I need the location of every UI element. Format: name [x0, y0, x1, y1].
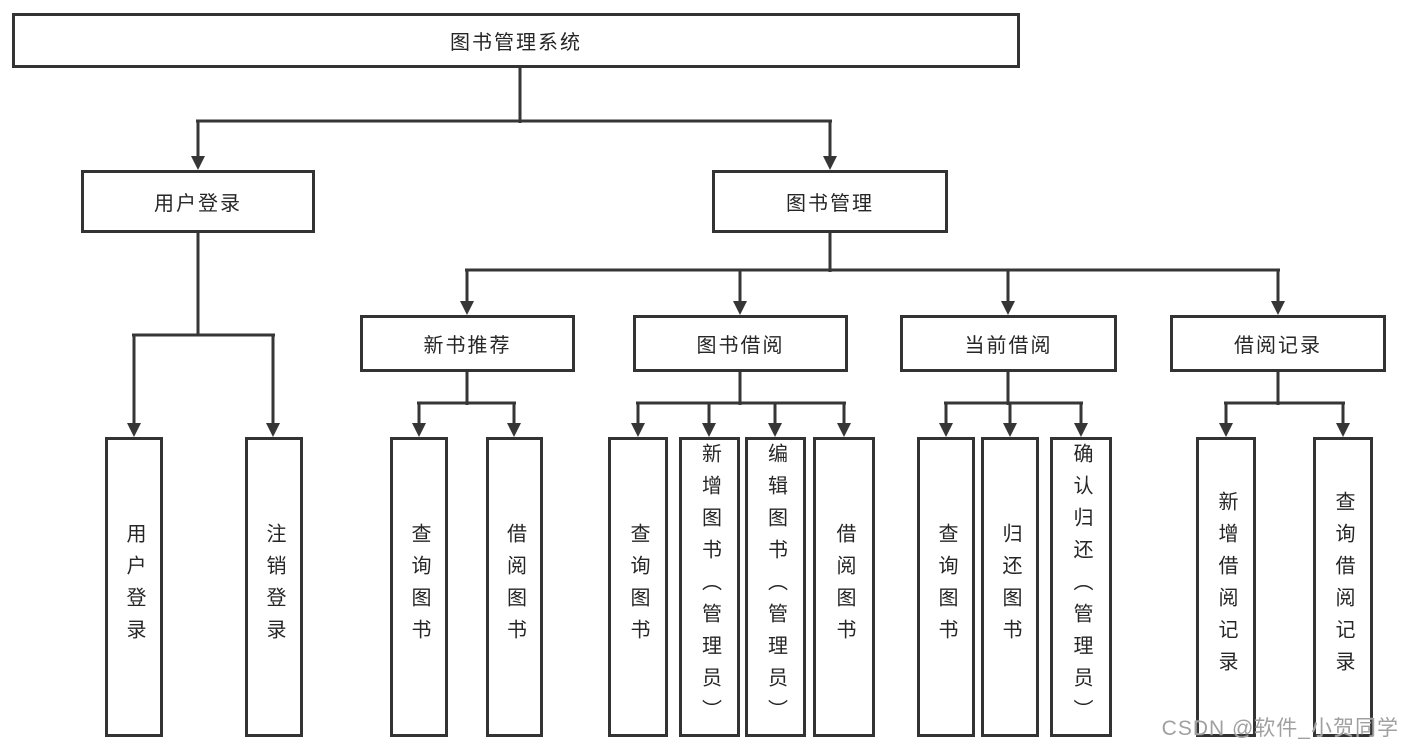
arrow-down-icon — [702, 423, 716, 437]
node-label: 借阅图书 — [503, 523, 526, 651]
leaf-borrow-books-2: 借阅图书 — [813, 437, 875, 737]
arrow-down-icon — [412, 423, 426, 437]
node-label: 归还图书 — [999, 523, 1021, 651]
watermark: CSDN @软件_小贺同学 — [1161, 717, 1399, 740]
node-label: 借阅图书 — [833, 523, 855, 651]
arrow-down-icon — [837, 423, 851, 437]
node-label: 新增借阅记录 — [1215, 491, 1237, 683]
node-book-management-system: 图书管理系统 — [12, 13, 1020, 68]
node-label: 新书推荐 — [423, 335, 512, 357]
leaf-borrow-books-1: 借阅图书 — [486, 437, 543, 737]
node-label: 注销登录 — [263, 523, 285, 651]
arrow-down-icon — [127, 423, 141, 437]
arrow-down-icon — [733, 301, 747, 315]
arrow-down-icon — [191, 156, 205, 170]
arrow-down-icon — [1001, 301, 1015, 315]
leaf-edit-books-admin: 编辑图书（管理员） — [745, 437, 806, 737]
leaf-add-borrow-record: 新增借阅记录 — [1196, 437, 1256, 737]
node-label: 图书借阅 — [696, 335, 785, 357]
node-label: 用户登录 — [123, 523, 145, 651]
node-borrow-records: 借阅记录 — [1170, 315, 1386, 372]
arrow-down-icon — [631, 423, 645, 437]
node-label: 确认归还（管理员） — [1070, 443, 1092, 731]
arrow-down-icon — [768, 423, 782, 437]
arrow-down-icon — [823, 156, 837, 170]
node-book-borrow: 图书借阅 — [633, 315, 848, 372]
node-user-login-branch: 用户登录 — [81, 170, 315, 233]
arrow-down-icon — [266, 423, 280, 437]
node-new-book-recommend: 新书推荐 — [360, 315, 575, 372]
node-label: 图书管理 — [786, 193, 874, 215]
node-book-management-branch: 图书管理 — [712, 170, 948, 233]
leaf-confirm-return-admin: 确认归还（管理员） — [1050, 437, 1112, 737]
node-label: 借阅记录 — [1234, 335, 1322, 357]
node-label: 编辑图书（管理员） — [764, 443, 787, 731]
node-label: 查询图书 — [408, 523, 430, 651]
arrow-down-icon — [939, 423, 953, 437]
arrow-down-icon — [460, 301, 474, 315]
arrow-down-icon — [1336, 423, 1350, 437]
node-label: 当前借阅 — [964, 335, 1053, 357]
leaf-query-books-3: 查询图书 — [917, 437, 975, 737]
arrow-down-icon — [507, 423, 521, 437]
arrow-down-icon — [1219, 423, 1233, 437]
node-current-borrow: 当前借阅 — [900, 315, 1117, 372]
node-label: 查询图书 — [627, 523, 649, 651]
leaf-add-books-admin: 新增图书（管理员） — [679, 437, 740, 737]
node-label: 查询图书 — [935, 523, 957, 651]
node-label: 查询借阅记录 — [1332, 491, 1354, 683]
arrow-down-icon — [1074, 423, 1088, 437]
arrow-down-icon — [1003, 423, 1017, 437]
node-label: 新增图书（管理员） — [698, 443, 721, 731]
node-label: 用户登录 — [154, 193, 242, 215]
leaf-return-books: 归还图书 — [981, 437, 1039, 737]
node-label: 图书管理系统 — [450, 32, 582, 54]
arrow-down-icon — [1271, 301, 1285, 315]
leaf-query-books-2: 查询图书 — [608, 437, 668, 737]
leaf-query-borrow-record: 查询借阅记录 — [1313, 437, 1373, 737]
leaf-logout: 注销登录 — [245, 437, 303, 737]
leaf-query-books-1: 查询图书 — [390, 437, 448, 737]
leaf-user-login: 用户登录 — [105, 437, 163, 737]
